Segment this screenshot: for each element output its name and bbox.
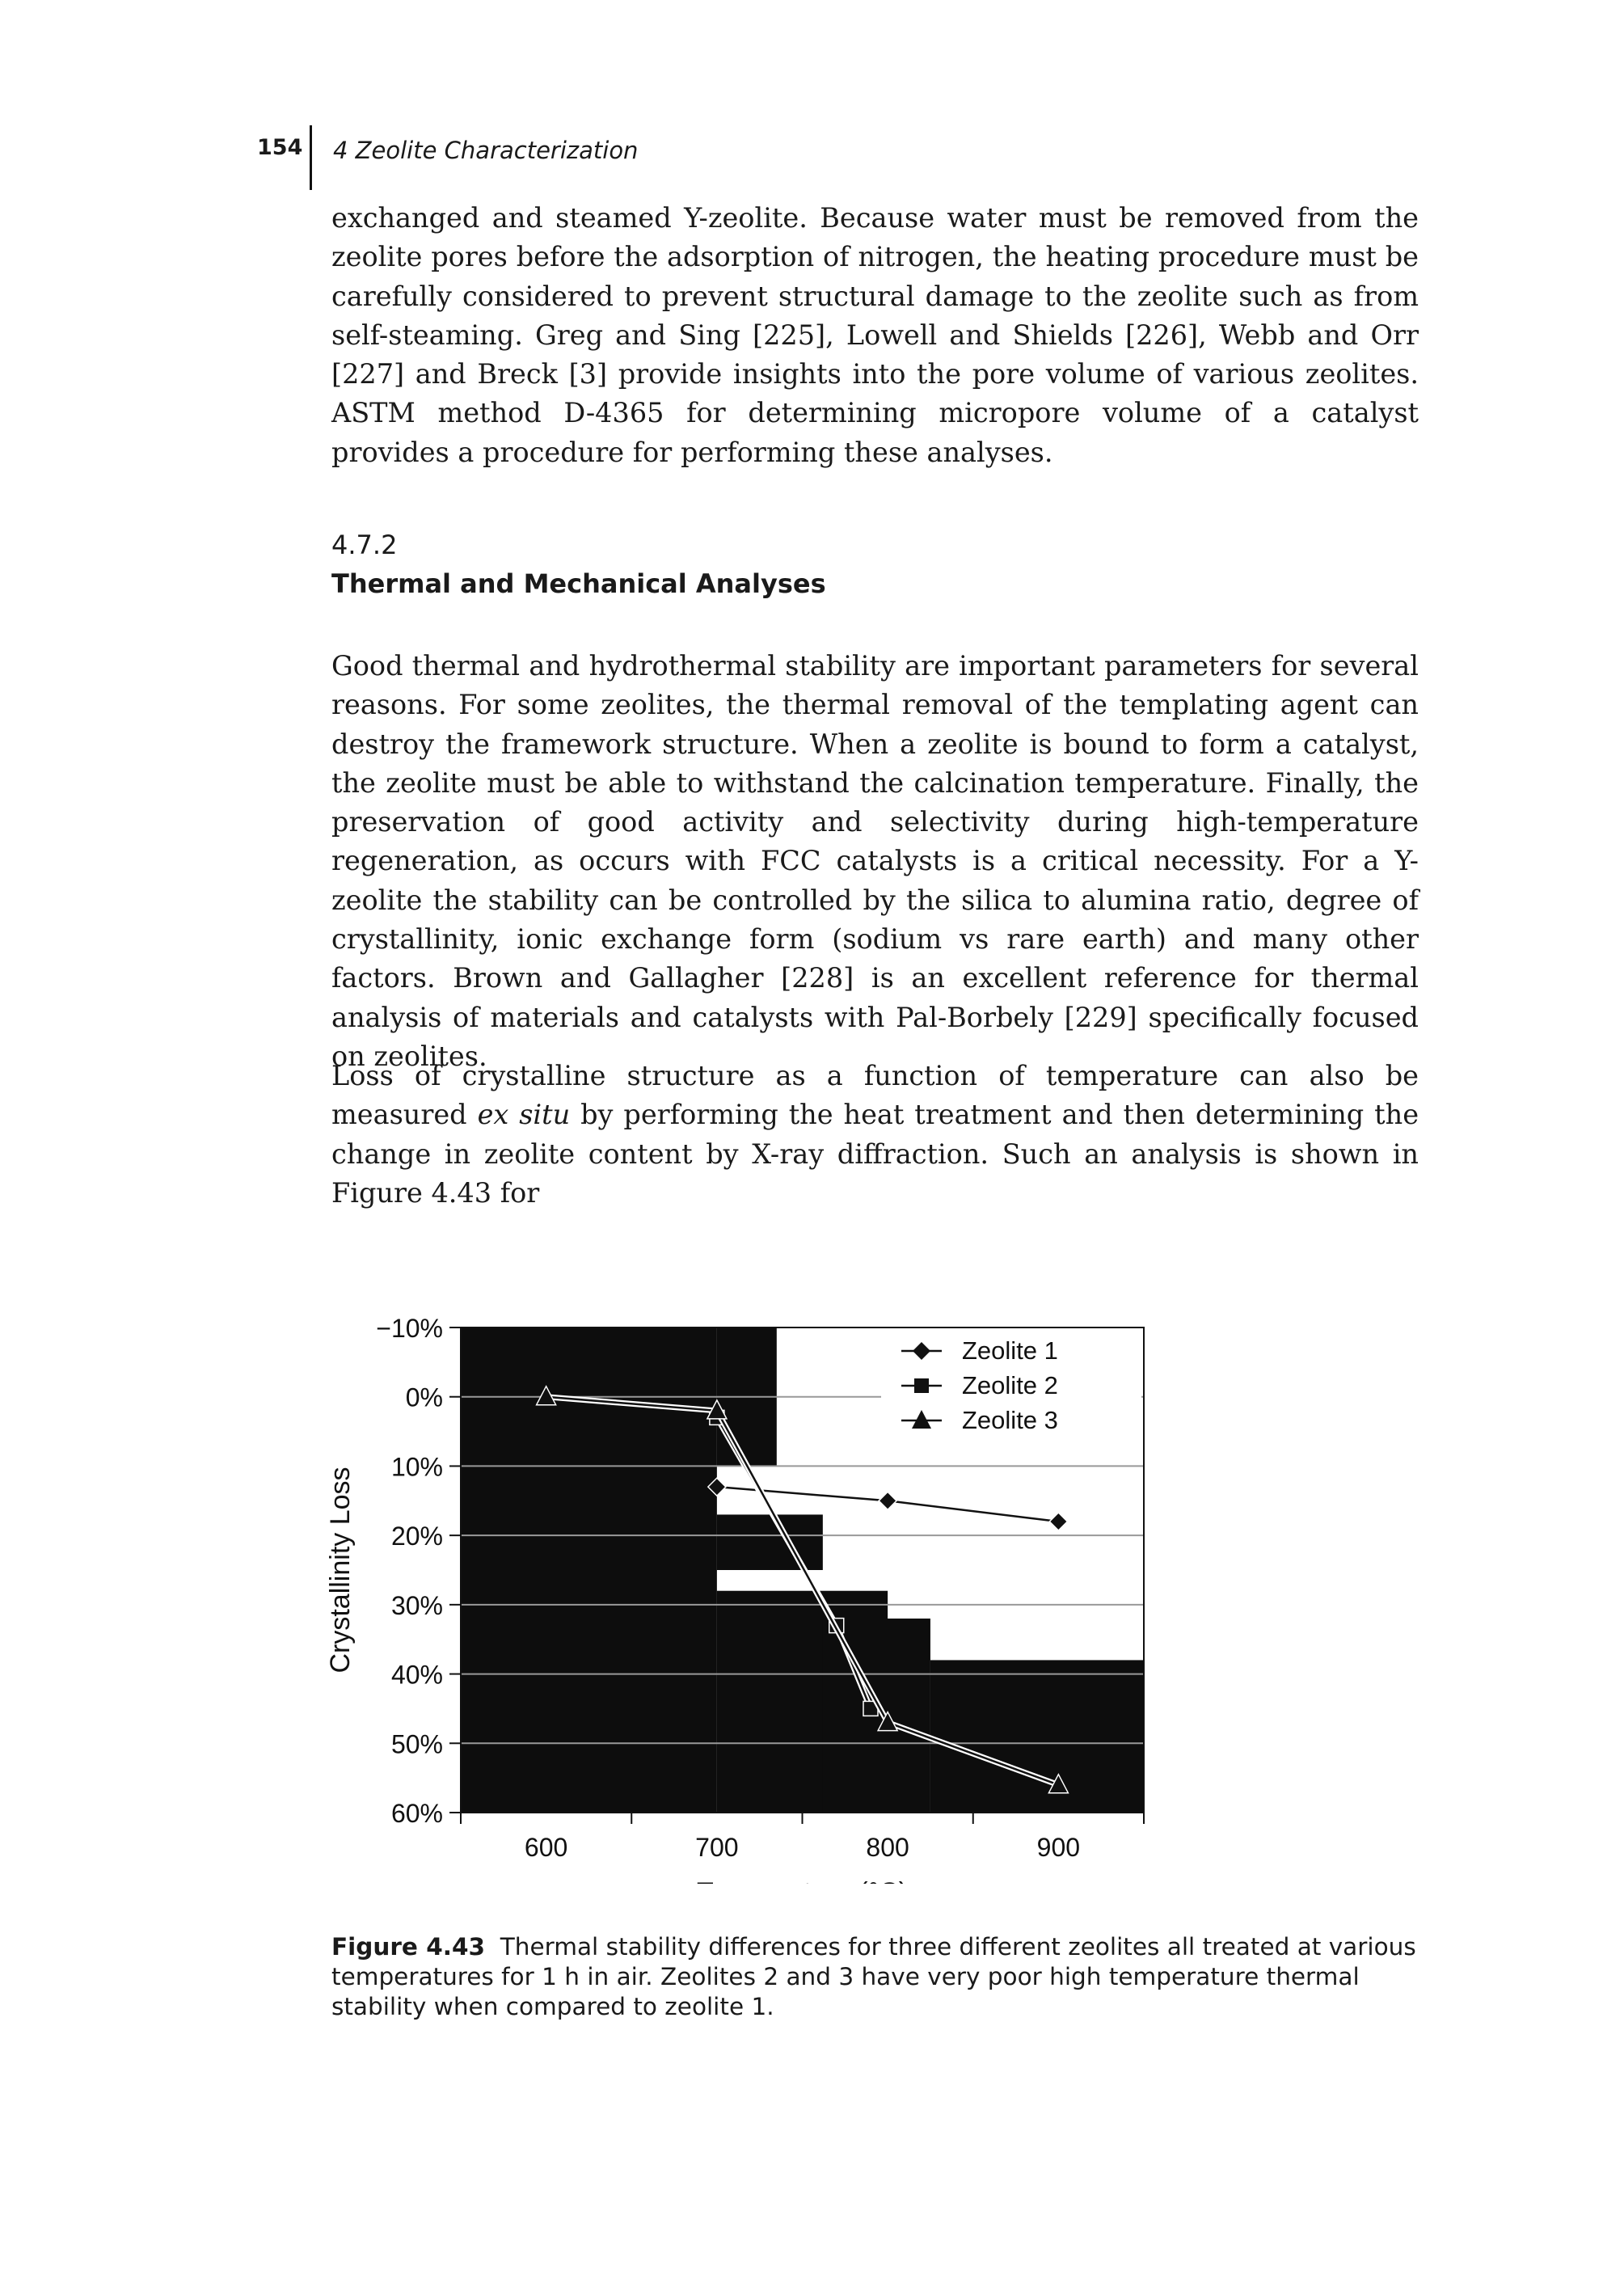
paragraph-3-start: Loss of crystalline structure as a funct… bbox=[331, 1060, 1419, 1131]
y-tick-label-6: 50% bbox=[391, 1729, 443, 1758]
zeolite-3-point-2 bbox=[706, 1399, 728, 1420]
zeolite-1-point-2 bbox=[878, 1491, 898, 1511]
caption-label: Figure 4.43 bbox=[331, 1933, 485, 1961]
x-tick-label-0: 600 bbox=[525, 1833, 567, 1862]
figure-4-43: −10% 0% 10% 20% 30% 40% 50% 60% 600 700 800 900Temp… bbox=[299, 1302, 1479, 1884]
figure-caption: Figure 4.43 Thermal stability difference… bbox=[331, 1932, 1419, 2022]
legend-label-zeolite-1: Zeolite 1 bbox=[962, 1336, 1058, 1365]
running-head: 4 Zeolite Characterization bbox=[333, 137, 639, 164]
section-number: 4.7.2 bbox=[331, 530, 398, 560]
page-number: 154 bbox=[257, 135, 303, 160]
y-tick-label-3: 20% bbox=[391, 1522, 443, 1551]
paragraph-3-italic: ex situ bbox=[477, 1099, 571, 1131]
zeolite-3-point-3 bbox=[876, 1710, 899, 1732]
x-tick-label-3: 900 bbox=[1037, 1833, 1080, 1862]
section-title: Thermal and Mechanical Analyses bbox=[331, 568, 826, 599]
legend-marker-zeolite-3 bbox=[912, 1410, 931, 1429]
y-tick-label-4: 30% bbox=[391, 1591, 443, 1620]
x-tick-label-1: 700 bbox=[695, 1833, 738, 1862]
legend-marker-zeolite-1 bbox=[913, 1342, 930, 1360]
paragraph-1: exchanged and steamed Y-zeolite. Because… bbox=[331, 202, 1419, 468]
caption-text: Thermal stability differences for three … bbox=[331, 1933, 1416, 2020]
plot-background-block-4 bbox=[716, 1514, 823, 1570]
x-tick-label-2: 800 bbox=[866, 1833, 909, 1862]
legend-marker-zeolite-2 bbox=[914, 1378, 929, 1393]
paragraph-3: Loss of crystalline structure as a funct… bbox=[331, 1057, 1419, 1213]
y-tick-label-5: 40% bbox=[391, 1661, 443, 1690]
legend-label-zeolite-2: Zeolite 2 bbox=[962, 1371, 1058, 1399]
paragraph-2: Good thermal and hydrothermal stability … bbox=[331, 650, 1419, 1072]
crystallinity-chart: −10% 0% 10% 20% 30% 40% 50% 60% 600 700 800 900Temp… bbox=[325, 1314, 1145, 1884]
zeolite-1-point-3 bbox=[1048, 1511, 1069, 1532]
plot-background-block-6 bbox=[930, 1660, 1144, 1813]
y-tick-label-2: 10% bbox=[391, 1452, 443, 1481]
zeolite-3-point-4 bbox=[1048, 1773, 1069, 1794]
y-tick-label-7: 60% bbox=[391, 1799, 443, 1828]
legend-label-zeolite-3: Zeolite 3 bbox=[962, 1406, 1058, 1434]
header-divider bbox=[310, 125, 312, 190]
zeolite-1-point-1 bbox=[707, 1477, 727, 1497]
zeolite-3-point-1 bbox=[535, 1385, 557, 1406]
y-axis-title: Crystallinity Loss bbox=[325, 1467, 356, 1673]
x-axis-title: Temperature (°C) bbox=[697, 1877, 908, 1884]
paragraph-3-end: by performing the heat treatment and the… bbox=[331, 1099, 1419, 1209]
y-tick-label-0: −10% bbox=[376, 1314, 443, 1343]
y-tick-label-1: 0% bbox=[406, 1383, 443, 1412]
zeolite-3-line bbox=[546, 1395, 1059, 1786]
